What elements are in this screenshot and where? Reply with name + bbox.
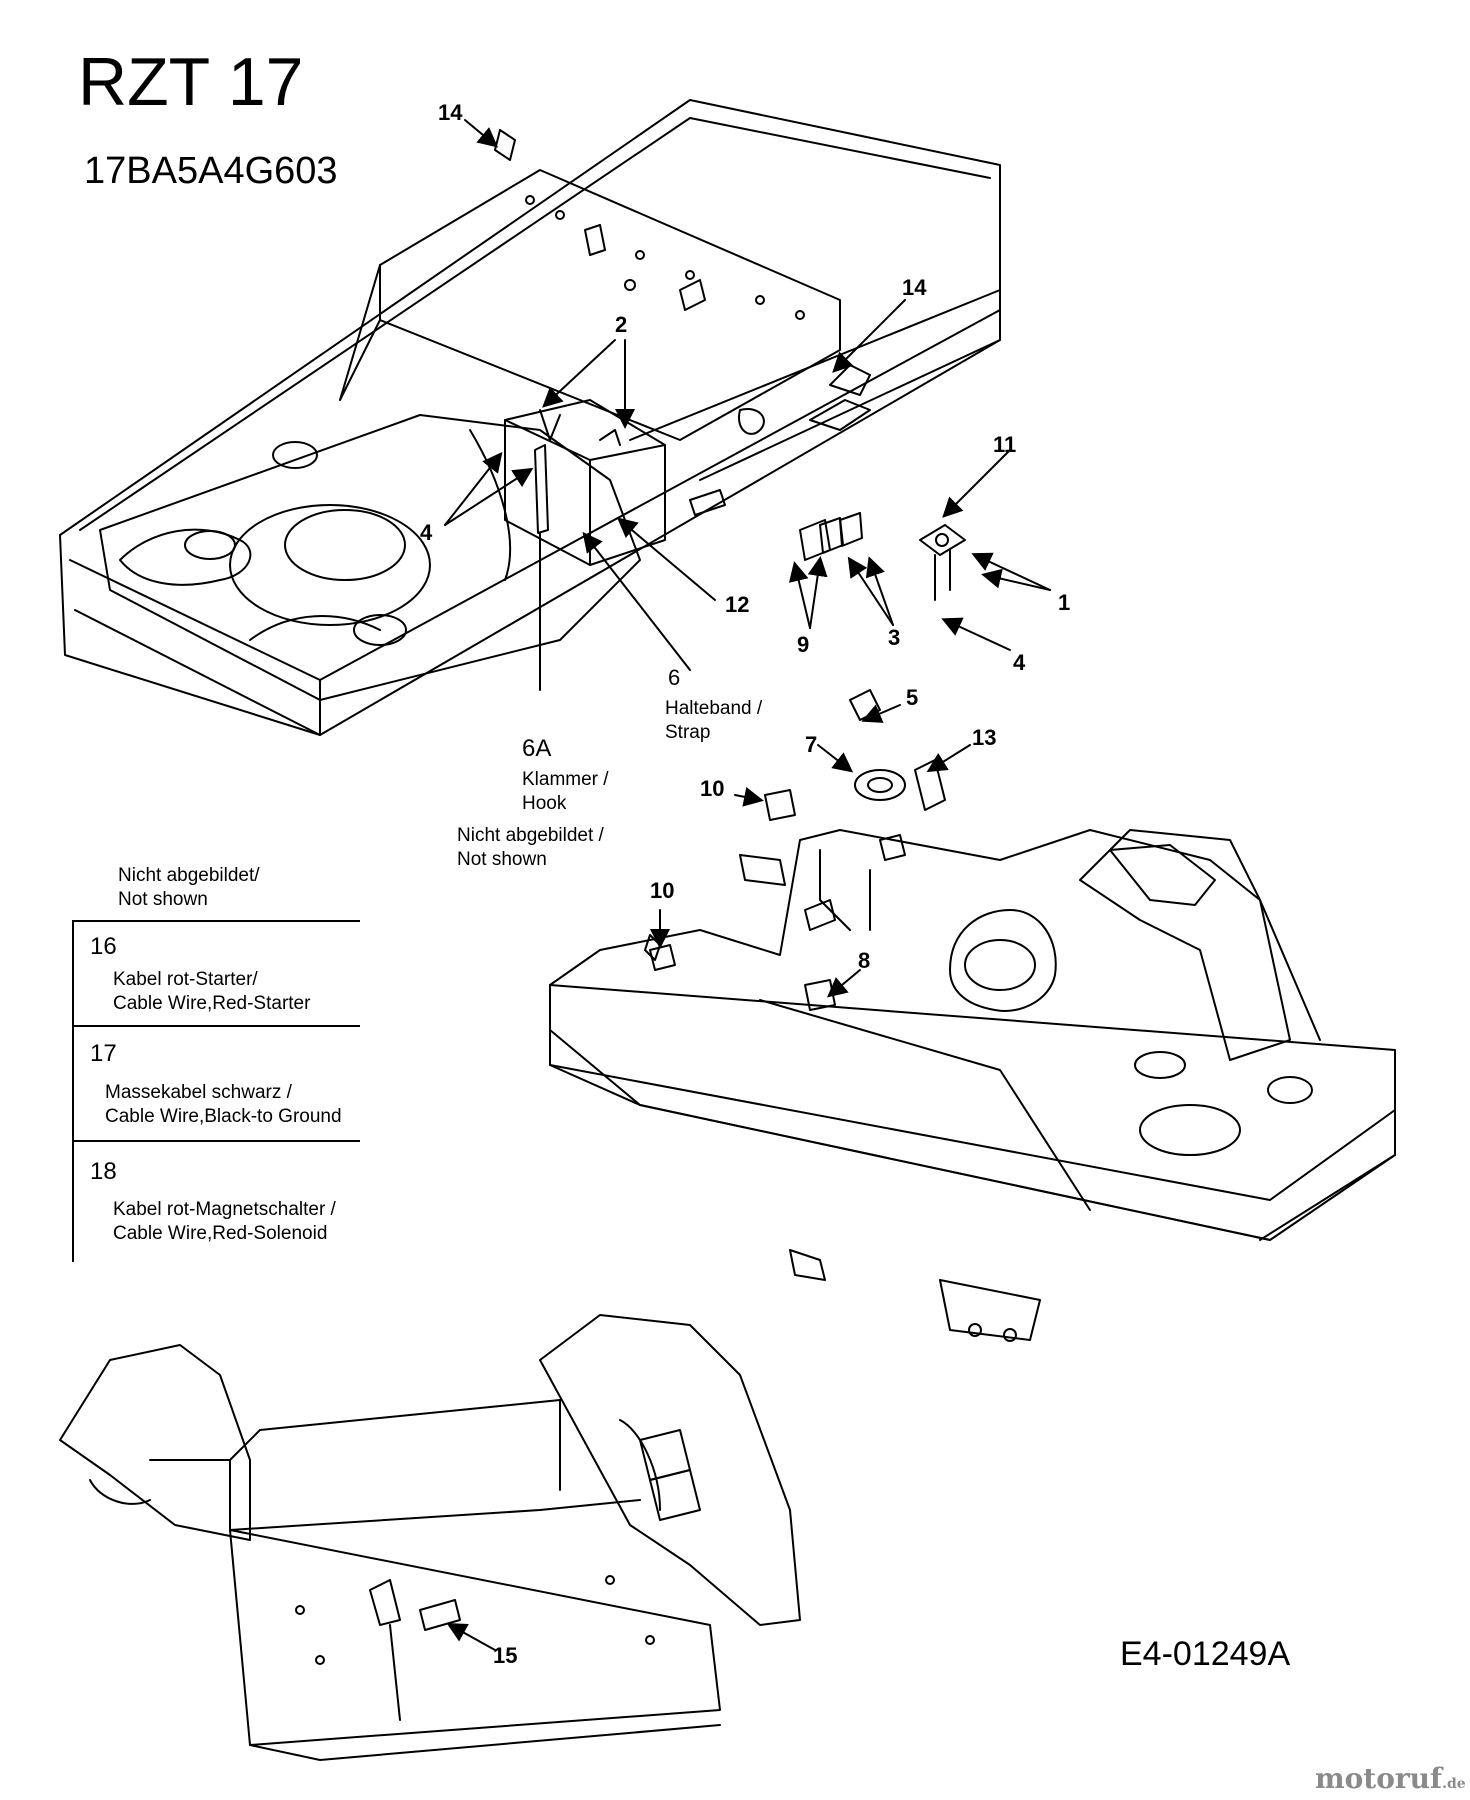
callout-4: 4 [420, 520, 433, 545]
callout-6: 6 [668, 665, 681, 690]
drawing-code: E4-01249A [1120, 1635, 1291, 1673]
hook-note: Klammer / Hook [522, 768, 609, 816]
callout-14: 14 [902, 275, 927, 300]
table-row-18-number: 18 [90, 1158, 117, 1185]
callout-13: 13 [972, 725, 997, 750]
callout-3: 3 [888, 625, 901, 650]
watermark-suffix: .de [1442, 1776, 1466, 1792]
callout-9: 9 [797, 632, 810, 657]
rear-frame-drawing [549, 829, 1396, 1342]
model-number: 17BA5A4G603 [84, 150, 338, 192]
table-row-desc-de: Kabel rot-Starter/ [113, 969, 258, 990]
callout-7: 7 [805, 732, 818, 757]
callout-10: 10 [700, 776, 725, 801]
callout-14: 14 [438, 100, 463, 125]
upper-frame-drawing [59, 99, 1001, 736]
callout-8: 8 [858, 948, 871, 973]
not-shown-note: Nicht abgebildet / Not shown [457, 824, 604, 872]
callout-5: 5 [906, 685, 919, 710]
table-row-desc-de: Kabel rot-Magnetschalter / [113, 1199, 336, 1220]
not-shown-note-en: Not shown [457, 849, 547, 870]
table-divider [72, 1140, 360, 1142]
strap-note-en: Strap [665, 722, 711, 743]
table-row-desc-de: Massekabel schwarz / [105, 1082, 292, 1103]
strap-note: Halteband / Strap [665, 697, 762, 745]
callout-11: 11 [993, 432, 1017, 457]
strap-note-de: Halteband / [665, 698, 763, 719]
table-divider [72, 1025, 360, 1027]
callout-2: 2 [615, 312, 628, 337]
callout-10: 10 [650, 878, 675, 903]
table-header-en: Not shown [118, 889, 208, 910]
callout-1: 1 [1058, 590, 1071, 615]
table-border [72, 922, 74, 1262]
lower-view-drawing [59, 1314, 801, 1761]
table-row-16-desc: Kabel rot-Starter/ Cable Wire,Red-Starte… [113, 968, 310, 1016]
watermark-logo: motoruf.de [1315, 1762, 1466, 1795]
table-row-desc-en: Cable Wire,Red-Starter [113, 993, 311, 1014]
not-shown-note-de: Nicht abgebildet / [457, 825, 604, 846]
table-row-17-desc: Massekabel schwarz / Cable Wire,Black-to… [105, 1081, 342, 1129]
callout-12: 12 [725, 592, 750, 617]
table-row-desc-en: Cable Wire,Red-Solenoid [113, 1223, 328, 1244]
hook-note-en: Hook [522, 793, 567, 814]
leader-arrows [444, 119, 1051, 1651]
table-row-17-number: 17 [90, 1040, 117, 1067]
callout-6a: 6A [522, 735, 552, 762]
table-row-16-number: 16 [90, 933, 117, 960]
callout-15: 15 [493, 1643, 518, 1668]
table-row-desc-en: Cable Wire,Black-to Ground [105, 1106, 342, 1127]
watermark-text: motoruf [1315, 1762, 1443, 1795]
callout-4: 4 [1013, 650, 1026, 675]
table-row-18-desc: Kabel rot-Magnetschalter / Cable Wire,Re… [113, 1198, 336, 1246]
small-part-sketches [494, 129, 946, 1011]
table-header-de: Nicht abgebildet/ [118, 865, 260, 886]
not-shown-table-header: Nicht abgebildet/ Not shown [118, 864, 260, 912]
hook-note-de: Klammer / [522, 769, 609, 790]
table-divider [72, 920, 360, 922]
model-title: RZT 17 [78, 44, 304, 120]
